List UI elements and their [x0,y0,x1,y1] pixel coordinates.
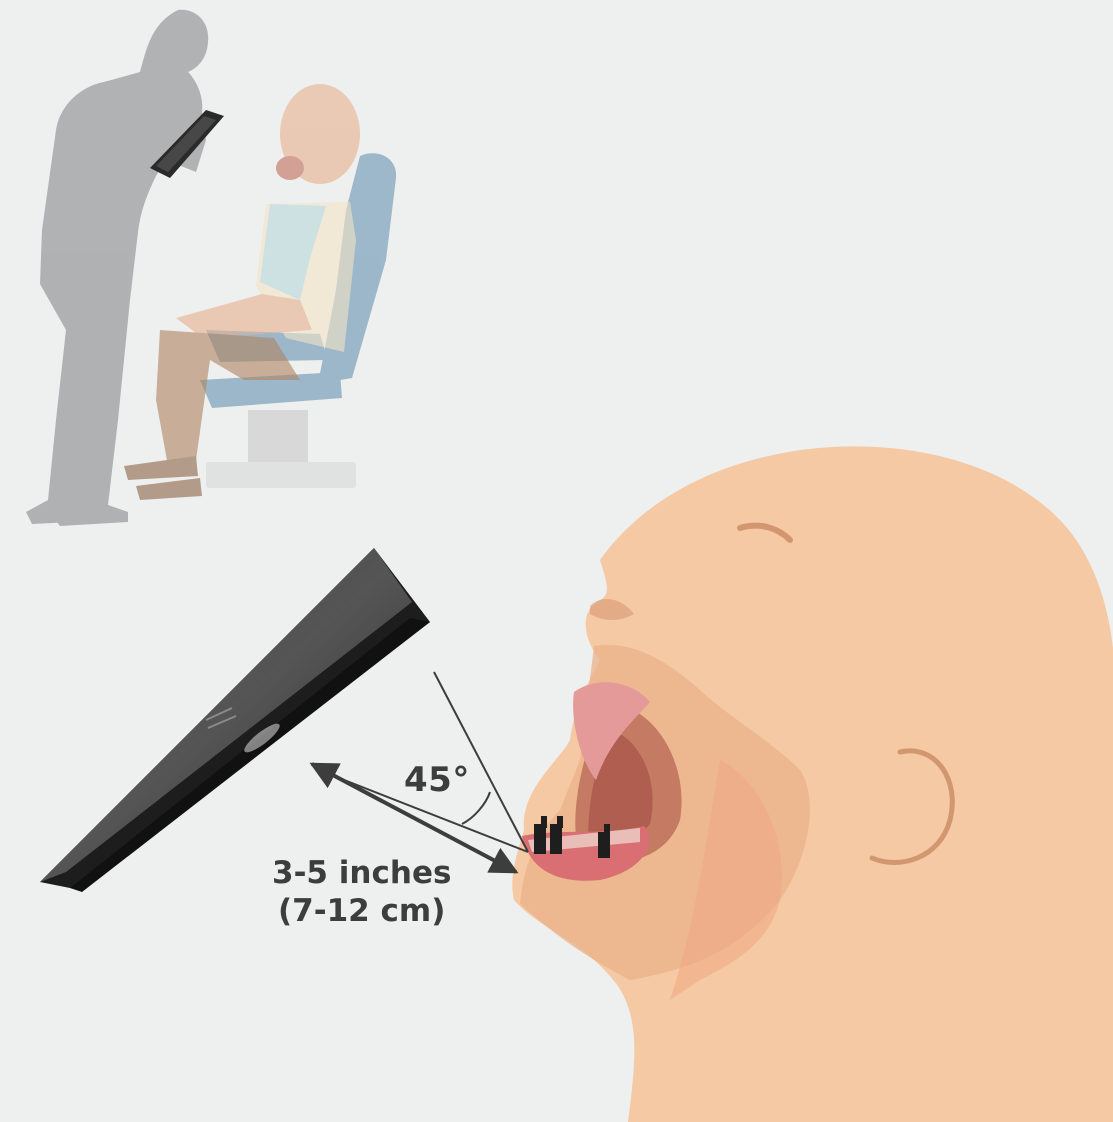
distance-label-metric: (7-12 cm) [278,893,445,929]
angle-label: 45° [404,760,470,800]
tablet-scanner [40,548,430,892]
patient-head-profile [512,446,1113,1122]
distance-label-imperial: 3-5 inches [272,855,451,891]
